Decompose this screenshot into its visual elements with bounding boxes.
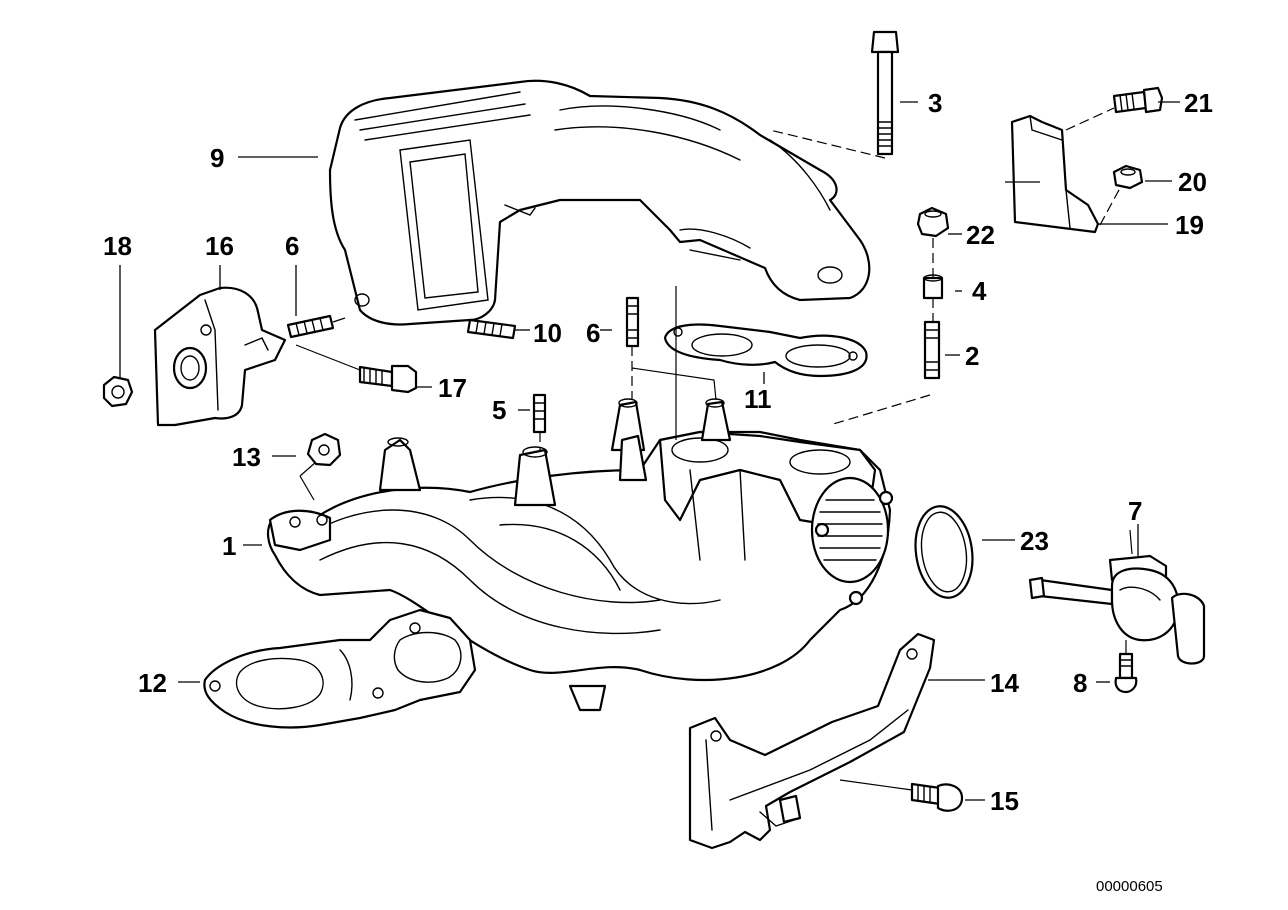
label-part-16: 16 xyxy=(205,231,234,261)
label-part-8: 8 xyxy=(1073,668,1087,698)
label-part-5: 5 xyxy=(492,395,506,425)
stud-2[interactable] xyxy=(923,320,941,380)
bracket-16[interactable] xyxy=(153,286,287,427)
stud-6-center[interactable] xyxy=(625,296,640,348)
stud-10[interactable] xyxy=(466,318,517,340)
sleeve-4[interactable] xyxy=(922,274,944,300)
bolt-21[interactable] xyxy=(1112,86,1164,114)
nut-18[interactable] xyxy=(102,375,134,408)
label-part-10: 10 xyxy=(533,318,562,348)
o-ring-23[interactable] xyxy=(910,503,978,602)
label-part-17: 17 xyxy=(438,373,467,403)
label-part-6-left: 6 xyxy=(285,231,299,261)
label-part-14: 14 xyxy=(990,668,1019,698)
label-part-1: 1 xyxy=(222,531,236,561)
label-part-7: 7 xyxy=(1128,496,1142,526)
label-part-4: 4 xyxy=(972,276,987,306)
bolt-17[interactable] xyxy=(358,364,418,394)
stud-5[interactable] xyxy=(532,393,547,434)
label-part-20: 20 xyxy=(1178,167,1207,197)
label-part-12: 12 xyxy=(138,668,167,698)
bolt-3[interactable] xyxy=(870,30,900,156)
label-part-15: 15 xyxy=(990,786,1019,816)
nut-22[interactable] xyxy=(916,206,950,238)
label-part-11: 11 xyxy=(744,384,772,414)
screw-8[interactable] xyxy=(1114,652,1138,694)
support-bracket-14[interactable] xyxy=(688,632,936,850)
drawing-number: 00000605 xyxy=(1096,878,1163,895)
valve-7[interactable] xyxy=(1028,554,1206,665)
upper-intake-manifold[interactable] xyxy=(328,79,871,326)
label-part-19: 19 xyxy=(1175,210,1204,240)
lower-gasket[interactable] xyxy=(203,608,477,729)
label-part-2: 2 xyxy=(965,341,979,371)
bolt-15[interactable] xyxy=(910,782,964,812)
nut-13[interactable] xyxy=(306,432,342,467)
label-part-21: 21 xyxy=(1184,88,1213,118)
label-part-6-center: 6 xyxy=(586,318,600,348)
upper-gasket[interactable] xyxy=(663,323,868,378)
lower-intake-manifold[interactable] xyxy=(266,398,894,712)
label-part-9: 9 xyxy=(210,143,224,173)
label-part-13: 13 xyxy=(232,442,261,472)
stud-6-left[interactable] xyxy=(286,314,335,339)
label-part-23: 23 xyxy=(1020,526,1049,556)
nut-20[interactable] xyxy=(1112,164,1144,190)
label-part-22: 22 xyxy=(966,220,995,250)
label-part-18: 18 xyxy=(103,231,132,261)
label-part-3: 3 xyxy=(928,88,942,118)
bracket-19[interactable] xyxy=(1010,114,1100,234)
